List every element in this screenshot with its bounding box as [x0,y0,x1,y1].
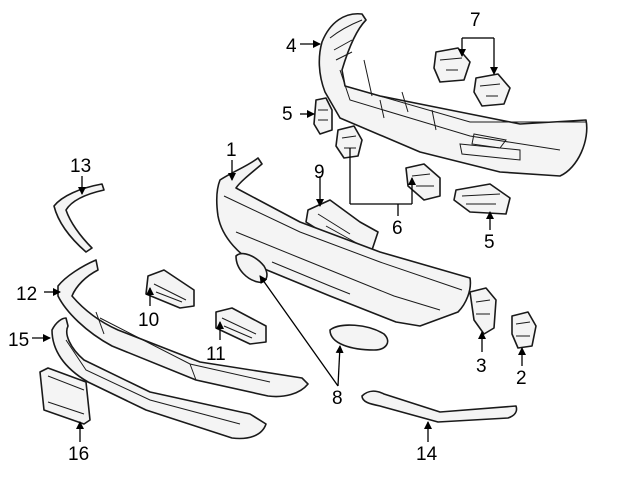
part-7-brackets [433,47,511,107]
callout-10: 10 [138,310,159,331]
callout-3: 3 [476,356,487,377]
part-4-bumper-reinforcement [318,13,588,177]
callout-labels: 1 2 3 4 5 5 6 7 8 9 10 11 12 13 14 15 16 [8,10,527,465]
leader-lines [32,37,526,442]
part-15-air-dam [51,317,267,440]
callout-11: 11 [206,344,226,365]
part-2-bracket [511,311,537,349]
callout-9: 9 [314,162,325,183]
part-5-lower-bracket [453,183,511,215]
part-11-bracket [215,307,267,345]
callout-13: 13 [70,156,91,177]
part-6-brackets [335,125,441,201]
callout-8: 8 [332,388,343,409]
callout-15: 15 [8,330,29,351]
callout-5-upper: 5 [282,104,293,125]
callout-7: 7 [470,10,481,31]
callout-6: 6 [392,218,403,239]
part-5-upper-bracket [313,97,333,135]
callout-14: 14 [416,444,438,465]
callout-4: 4 [286,36,297,57]
part-13-molding [53,183,105,253]
callout-2: 2 [516,368,527,389]
part-16-license-bracket [39,367,91,425]
callout-5-lower: 5 [484,232,495,253]
callout-12: 12 [16,284,37,305]
part-8-grilles [235,252,389,351]
part-12-lower-cover [57,259,309,398]
part-14-molding [361,390,518,423]
part-10-bracket [145,269,195,309]
part-3-bracket [469,287,497,335]
callout-16: 16 [68,444,89,465]
callout-1: 1 [226,140,237,161]
part-1-bumper-cover [215,157,472,327]
